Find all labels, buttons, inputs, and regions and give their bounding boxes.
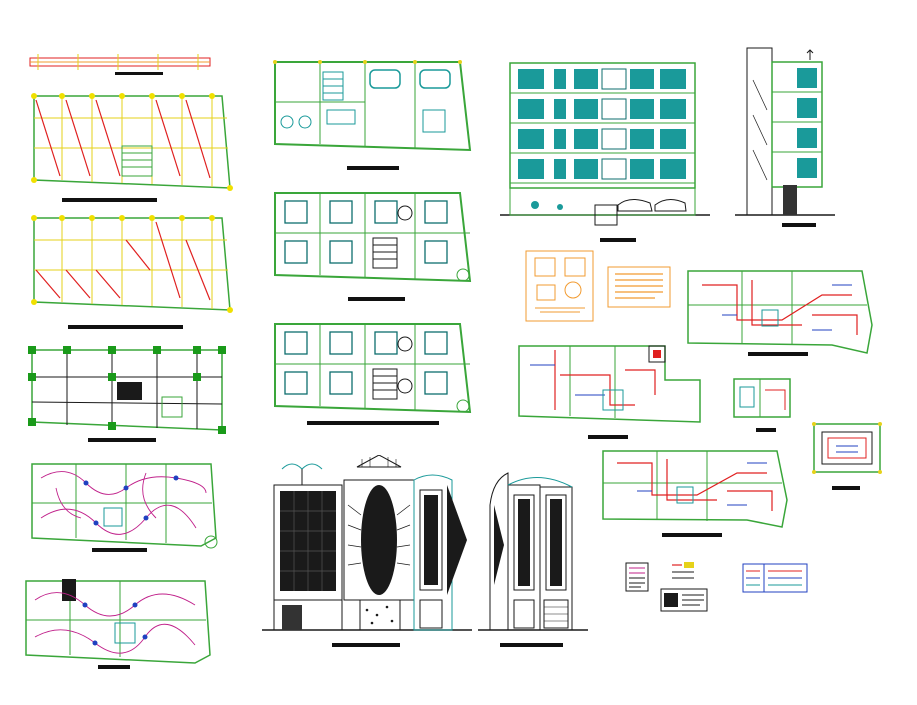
- plumbing-plan-upper-title: [748, 352, 808, 356]
- electrical-plan-lower-title: [98, 665, 130, 669]
- foundation-plan-title: [88, 438, 156, 442]
- beam-detail-title: [115, 72, 163, 75]
- tank-detail-plan-title: [832, 486, 860, 490]
- front-elevation-side-title: [500, 643, 563, 647]
- plumbing-plan-typical-title: [662, 533, 722, 537]
- beam-detail-strip: [29, 54, 211, 70]
- front-elevation-side: [478, 472, 588, 631]
- foundation-plan: [28, 346, 226, 434]
- electrical-legend: [625, 562, 649, 592]
- electrical-plan-upper-title: [92, 548, 147, 552]
- front-elevation-main: [262, 455, 472, 631]
- sanitary-detail: [525, 250, 594, 322]
- room-detail-plan: [733, 378, 791, 418]
- tank-detail-plan: [812, 422, 882, 474]
- general-notes-block: [607, 266, 671, 308]
- floor-plan-typical-1-title: [348, 297, 405, 301]
- building-section-title: [600, 238, 636, 242]
- electrical-plan-lower: [25, 579, 211, 664]
- slab-plan-upper: [31, 93, 233, 191]
- plumbing-plan-ground: [518, 345, 701, 423]
- symbol-legend: [672, 562, 694, 579]
- slab-plan-lower-title: [68, 325, 183, 329]
- floor-plan-typical-2: [274, 323, 472, 414]
- slab-plan-lower: [31, 215, 233, 313]
- plumbing-plan-ground-title: [588, 435, 628, 439]
- side-section-title: [782, 223, 816, 227]
- building-section: [500, 62, 710, 226]
- floor-plan-typical-2-title: [307, 421, 439, 425]
- plumbing-plan-upper: [687, 270, 873, 354]
- plumbing-legend: [742, 563, 808, 593]
- front-elevation-main-title: [332, 643, 400, 647]
- electrical-plan-upper: [31, 463, 218, 549]
- floor-plan-ground: [273, 60, 472, 152]
- side-section: [735, 47, 835, 216]
- floor-plan-typical-1: [274, 192, 472, 283]
- room-detail-plan-title: [756, 428, 776, 432]
- floor-plan-ground-title: [347, 166, 399, 170]
- title-block: [660, 588, 708, 612]
- slab-plan-upper-title: [62, 198, 157, 202]
- plumbing-plan-typical: [602, 450, 788, 528]
